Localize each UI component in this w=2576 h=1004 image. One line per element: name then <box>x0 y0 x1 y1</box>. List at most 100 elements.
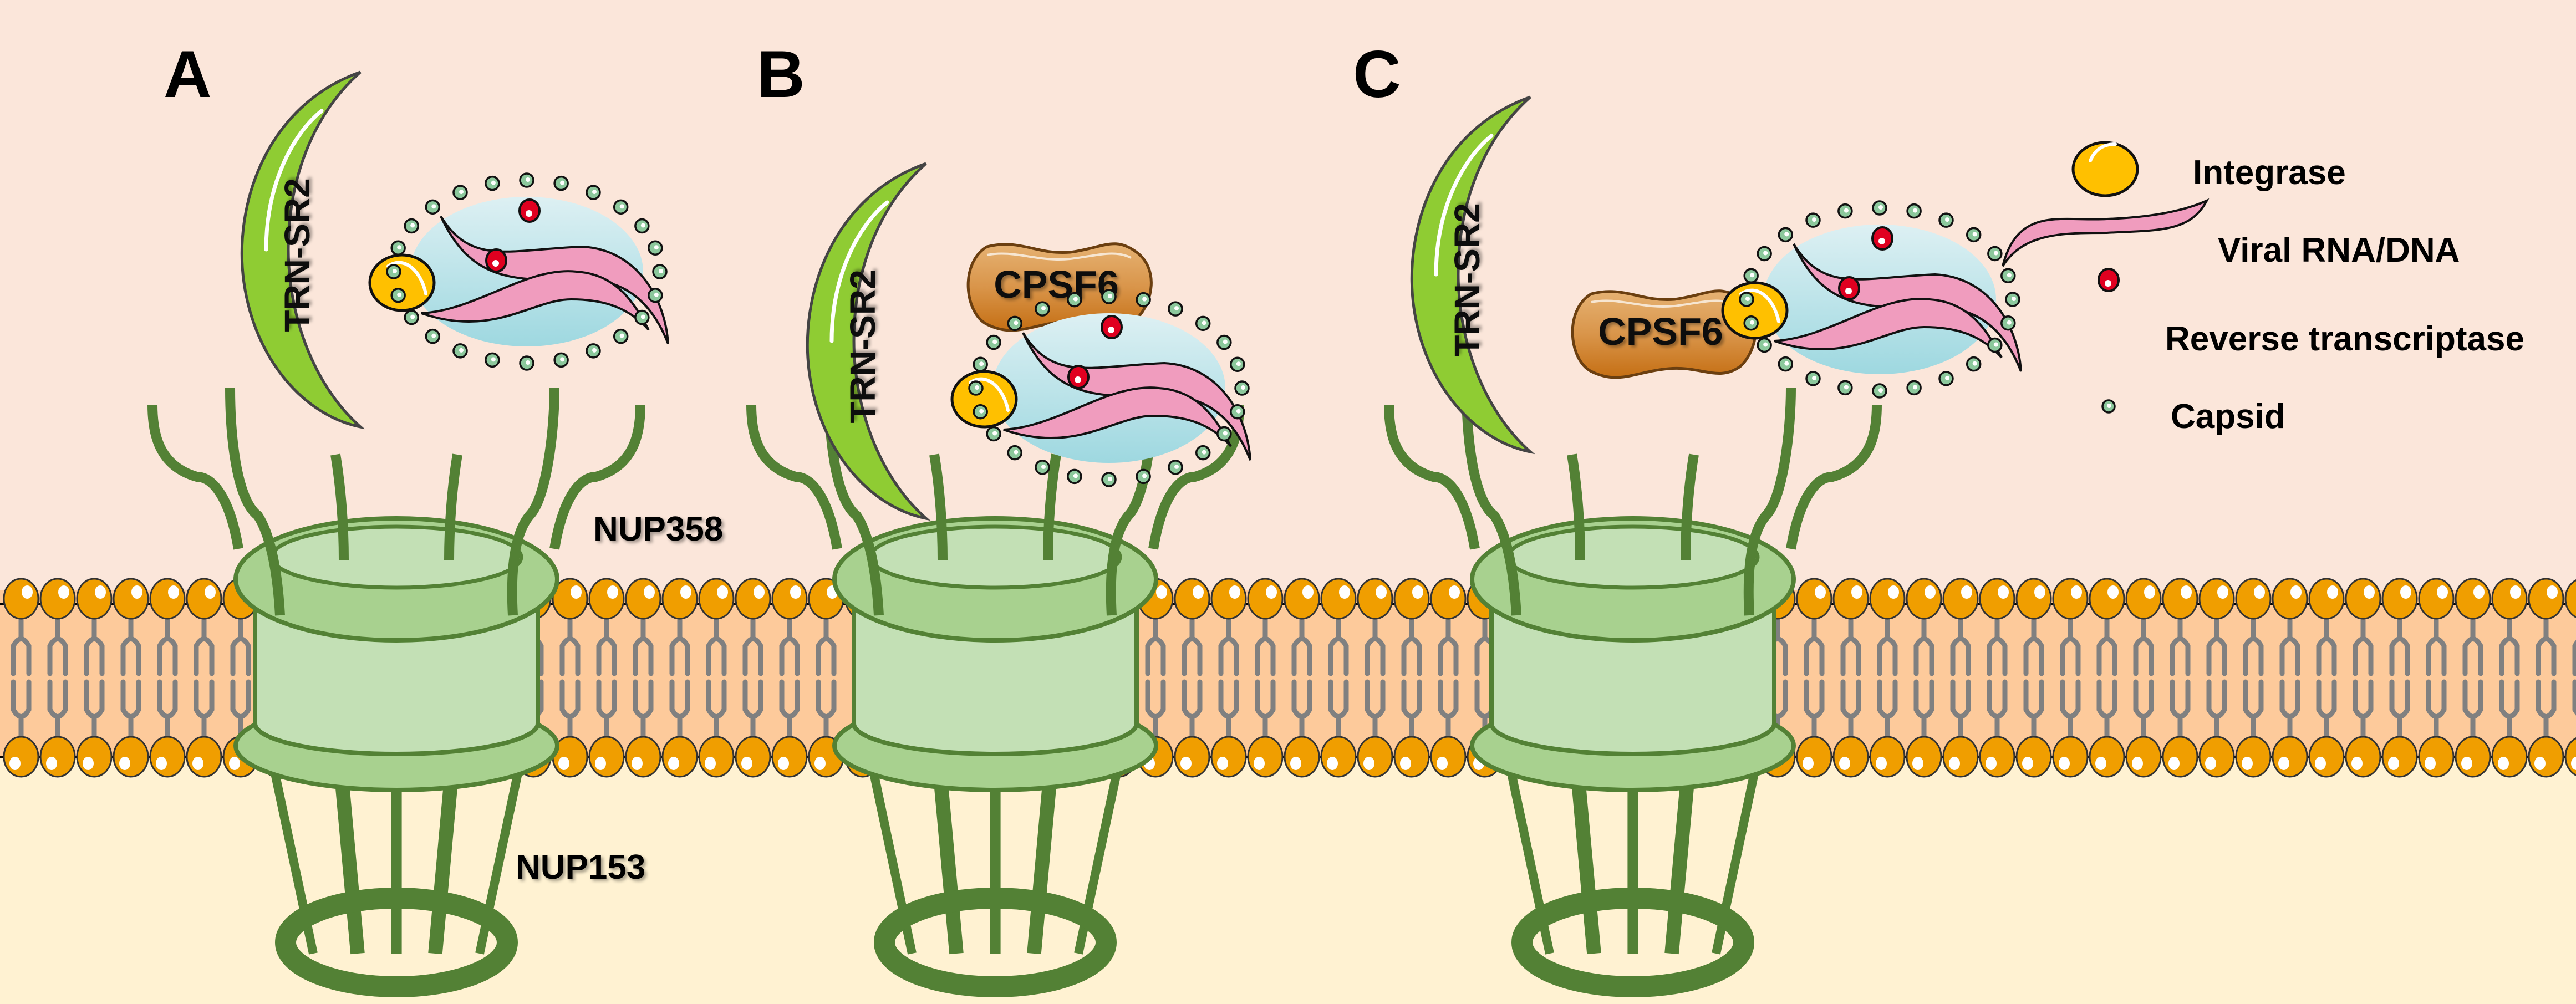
viral-rna-icon <box>2002 198 2210 267</box>
lipid-upper <box>186 578 222 676</box>
lipid-highlight <box>814 757 826 770</box>
trn-sr2-highlight <box>264 109 324 252</box>
lipid-lower <box>1320 679 1357 778</box>
nup358-filament <box>1462 388 1521 616</box>
basket-strut <box>933 769 964 955</box>
capsid-highlight <box>459 348 464 353</box>
lipid-head <box>1210 578 1247 620</box>
lipid-highlight <box>2217 585 2228 599</box>
trn-sr2-label: TRN-SR2 <box>843 269 883 423</box>
capsid-highlight <box>410 223 415 228</box>
lipid-highlight <box>1912 757 1923 770</box>
lipid-highlight <box>1266 585 1277 599</box>
capsid-highlight <box>1223 431 1228 436</box>
lipid-highlight <box>2388 757 2399 770</box>
lipid-upper <box>1320 578 1357 676</box>
nup358-filament <box>1681 453 1699 560</box>
lipid-highlight <box>2327 585 2338 599</box>
lipid-lower <box>2015 679 2052 778</box>
nup358-filament <box>1743 388 1796 616</box>
capsid-highlight <box>992 431 997 436</box>
lipid-upper <box>2015 578 2052 676</box>
lipid-head <box>771 578 808 620</box>
capsid-highlight <box>393 269 397 273</box>
lipid-head <box>2308 578 2345 620</box>
lipid-upper <box>2491 578 2528 676</box>
lipid-head <box>1320 578 1357 620</box>
lipid-highlight <box>1193 585 1204 599</box>
lipid-lower <box>186 679 222 778</box>
lipid-head <box>735 578 771 620</box>
lipid-head <box>1796 578 1832 620</box>
lipid-lower <box>1210 679 1247 778</box>
lipid-head <box>1832 578 1869 620</box>
nup358-filament <box>225 388 285 616</box>
lipid-tail <box>2572 679 2576 716</box>
capsid-highlight <box>1241 385 1245 390</box>
nup358-label: NUP358 <box>593 510 723 548</box>
capsid-highlight <box>1972 361 1977 366</box>
lipid-head <box>186 736 222 778</box>
capsid-highlight <box>397 245 402 250</box>
lipid-highlight <box>2473 585 2485 599</box>
lipid-head <box>2272 736 2308 778</box>
integrase-highlight <box>969 377 1010 412</box>
lipid-lower <box>2564 679 2576 776</box>
nup358-filament <box>1567 453 1585 560</box>
capsid-highlight <box>1041 306 1046 311</box>
capsid-highlight <box>1763 251 1768 256</box>
lipid-head <box>2491 578 2528 620</box>
lipid-lower <box>1393 679 1430 778</box>
lipid-highlight <box>1876 757 1887 770</box>
capsid-highlight <box>1014 320 1019 325</box>
lipid-lower <box>2162 679 2198 778</box>
lipid-upper <box>1357 578 1393 676</box>
lipid-lower <box>552 679 588 778</box>
capsid-highlight <box>592 348 597 353</box>
lipid-highlight <box>1998 585 2009 599</box>
lipid-lower <box>2052 679 2089 778</box>
lipid-lower <box>1430 679 1467 778</box>
lipid-lower <box>1796 679 1832 778</box>
lipid-highlight <box>1437 757 1448 770</box>
lipid-lower <box>2528 679 2564 778</box>
capsid-highlight <box>1784 361 1789 366</box>
lipid-head <box>1210 736 1247 778</box>
capsid-highlight <box>1174 464 1179 469</box>
lipid-head <box>2418 578 2455 620</box>
viral-rna-strand <box>1022 332 1251 461</box>
lipid-highlight <box>1327 757 1338 770</box>
capsid-highlight <box>654 292 659 297</box>
capsid-highlight <box>1142 297 1147 302</box>
lipid-lower <box>3 679 39 778</box>
lipid-upper <box>2162 578 2198 676</box>
lipid-upper <box>1430 578 1467 676</box>
lipid-highlight <box>644 585 655 599</box>
basket-strut <box>428 769 459 955</box>
lipid-highlight <box>1986 757 1997 770</box>
legend-label: Viral RNA/DNA <box>2218 231 2460 269</box>
lipid-head <box>2455 736 2491 778</box>
trn-sr2-crescent <box>1410 95 1535 455</box>
lipid-head <box>1174 736 1210 778</box>
lipid-highlight <box>168 585 179 599</box>
lipid-lower <box>39 679 76 778</box>
cpsf6-protein: CPSF6 <box>1571 289 1757 379</box>
lipid-highlight <box>2278 757 2289 770</box>
lipid-upper <box>2564 579 2576 676</box>
lipid-lower <box>1832 679 1869 778</box>
lipid-highlight <box>1449 585 1460 599</box>
lipid-head <box>39 578 76 620</box>
lipid-highlight <box>2571 757 2576 770</box>
lipid-head <box>1942 578 1979 620</box>
nup358-filament <box>1786 404 1882 550</box>
viral-rna-strand <box>1774 298 2003 359</box>
lipid-upper <box>149 578 186 676</box>
capsid-highlight <box>992 339 997 344</box>
capsid-highlight <box>1993 251 1998 256</box>
lipid-upper <box>113 578 149 676</box>
lipid-head <box>113 736 149 778</box>
